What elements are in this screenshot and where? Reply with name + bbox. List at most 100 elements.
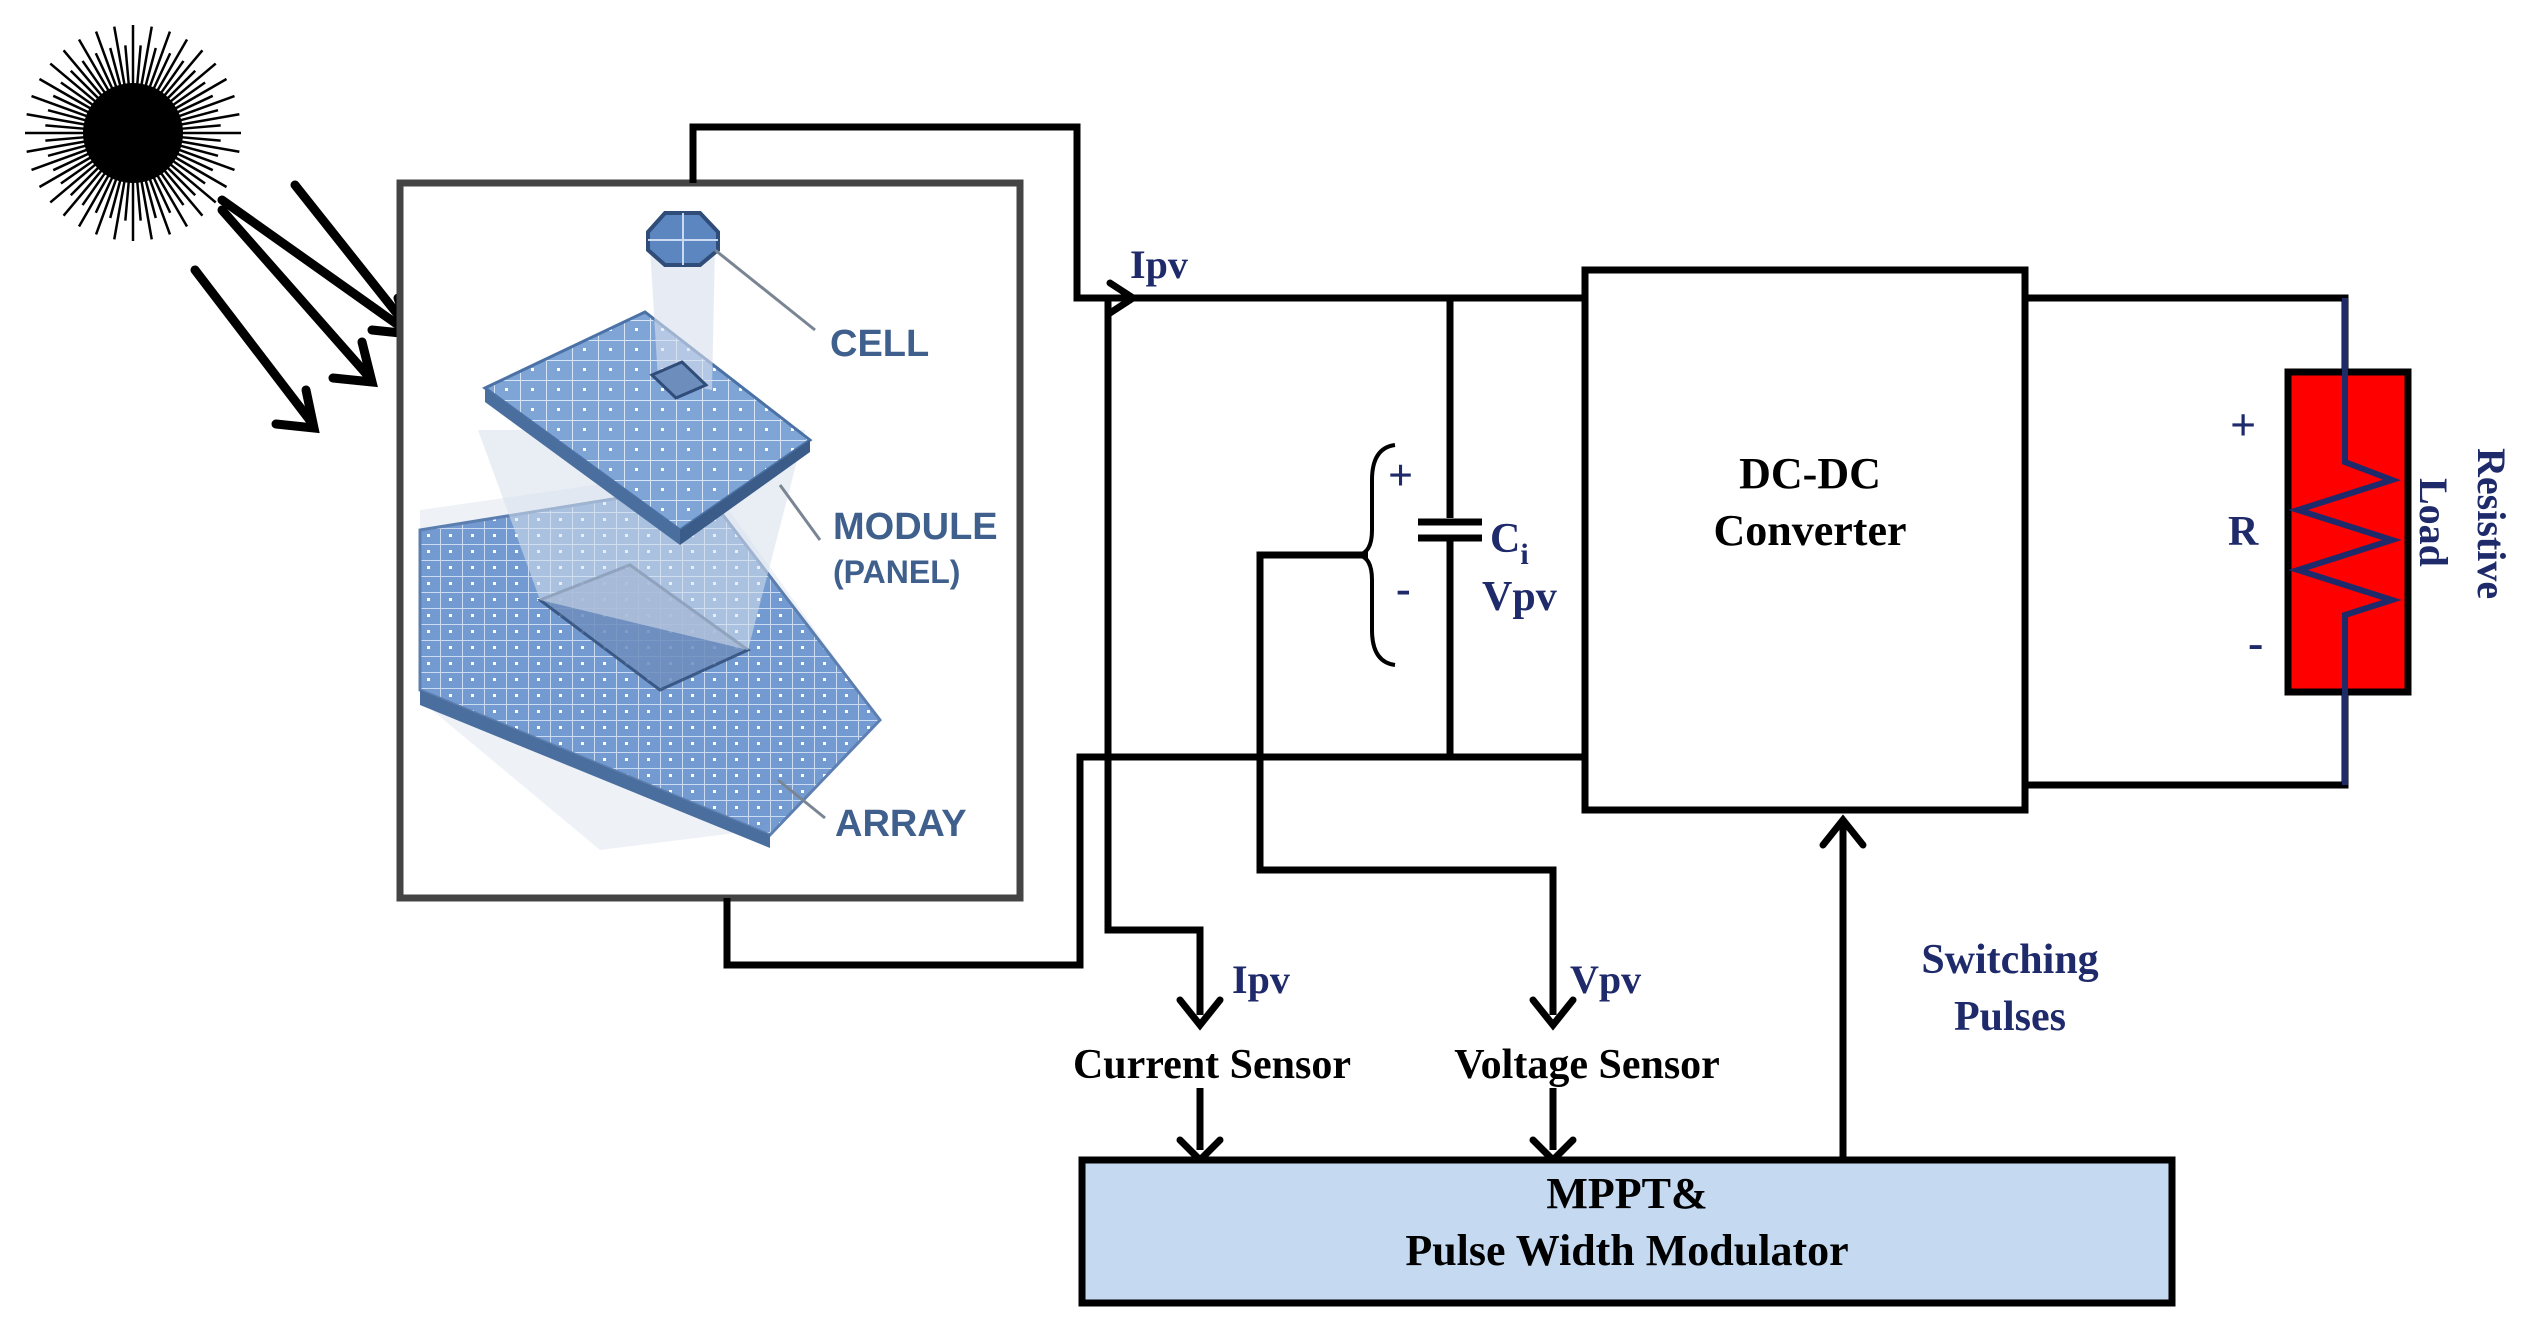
sun-ray	[109, 47, 122, 87]
sun-ray	[173, 155, 228, 189]
sun-ray	[180, 140, 240, 153]
sun-ray	[62, 49, 104, 98]
sun-ray	[52, 152, 91, 172]
sun-ray	[135, 180, 142, 221]
cap-voltage-label: Vpv	[1482, 574, 1557, 620]
sun-ray	[179, 144, 219, 157]
sun-ray	[180, 135, 221, 142]
sun-ray	[94, 177, 118, 235]
sun-ray	[162, 49, 204, 98]
sun-ray	[180, 113, 240, 126]
sun-ray	[109, 179, 122, 219]
cap-plus: +	[1388, 451, 1413, 500]
sun-ray	[31, 94, 89, 118]
array-label: ARRAY	[835, 803, 967, 845]
cell-label: CELL	[830, 323, 929, 365]
load-title-line2: Load	[2411, 478, 2456, 567]
sun-ray	[175, 94, 214, 114]
pv-array-illustration	[418, 211, 882, 850]
sun-ray	[62, 168, 104, 217]
sun-ray	[94, 31, 118, 89]
load-r: R	[2228, 509, 2259, 555]
cap-name: Ci	[1490, 516, 1529, 571]
sun-ray	[69, 69, 100, 100]
converter-line1: DC-DC	[1739, 449, 1881, 498]
cap-minus: -	[1396, 564, 1411, 613]
sun-ray	[155, 38, 189, 93]
sunlight-arrows	[190, 180, 423, 434]
sun-ray	[179, 109, 219, 122]
controller-line2: Pulse Width Modulator	[1405, 1226, 1848, 1275]
sun-ray	[113, 26, 126, 86]
sun-ray	[77, 173, 111, 228]
input-capacitor	[1357, 443, 1482, 667]
sun-ray	[38, 155, 93, 189]
sun-ray	[162, 168, 204, 217]
sun-ray	[168, 62, 217, 104]
load-minus: -	[2248, 617, 2263, 668]
sun-ray	[171, 159, 206, 185]
sun-ray	[173, 77, 228, 111]
sun-ray	[159, 171, 185, 206]
vpv-sensor-label: Vpv	[1570, 957, 1641, 1002]
sun-ray	[77, 38, 111, 93]
sun-ray	[49, 162, 98, 204]
sun-icon	[25, 25, 241, 241]
sun-ray	[166, 166, 197, 197]
cap-subscript: i	[1520, 538, 1528, 571]
sun-ray	[31, 148, 89, 172]
ipv-top-label: Ipv	[1130, 242, 1188, 287]
sun-ray	[26, 113, 86, 126]
current-sensor-label: Current Sensor	[1073, 1042, 1351, 1088]
voltage-sensor-label: Voltage Sensor	[1454, 1042, 1720, 1088]
sun-ray	[140, 180, 153, 240]
sun-ray	[159, 60, 185, 95]
load-title-line1: Resistive	[2469, 448, 2514, 599]
sun-ray	[175, 152, 214, 172]
ipv-sensor-label: Ipv	[1232, 957, 1290, 1002]
sun-ray	[180, 124, 221, 131]
resistive-load	[2284, 298, 2412, 785]
sun-ray	[69, 166, 100, 197]
sun-ray	[124, 180, 131, 221]
sun-ray	[113, 180, 126, 240]
sun-ray	[140, 26, 153, 86]
panel-label: (PANEL)	[833, 554, 960, 590]
sun-ray	[81, 60, 107, 95]
sun-ray	[26, 140, 86, 153]
load-plus: +	[2230, 399, 2256, 450]
pv-array-box: CELL MODULE (PANEL) ARRAY	[396, 179, 1024, 902]
module-label: MODULE	[833, 506, 998, 548]
sun-ray	[45, 124, 86, 131]
sun-ray	[45, 135, 86, 142]
sun-ray	[152, 175, 172, 214]
voltage-brace	[1357, 443, 1396, 667]
sun-ray	[47, 144, 87, 157]
sun-ray	[152, 52, 172, 91]
sun-ray	[60, 81, 95, 107]
sun-ray	[49, 62, 98, 104]
sun-ray	[94, 175, 114, 214]
sun-ray	[144, 179, 157, 219]
sun-ray	[171, 81, 206, 107]
controller-line1: MPPT&	[1546, 1169, 1707, 1218]
mppt-pwm-controller: MPPT& Pulse Width Modulator	[1078, 1156, 2176, 1307]
sun-ray	[148, 31, 172, 89]
sun-ray	[148, 177, 172, 235]
sun-ray	[52, 94, 91, 114]
sun-ray	[124, 45, 131, 86]
sun-ray	[177, 148, 235, 172]
sun-ray	[60, 159, 95, 185]
switching-line1: Switching	[1921, 937, 2098, 983]
sun-ray	[38, 77, 93, 111]
sun-ray	[81, 171, 107, 206]
sun-ray	[168, 162, 217, 204]
dc-dc-converter: DC-DC Converter	[1581, 266, 2029, 814]
sun-ray	[135, 45, 142, 86]
converter-line2: Converter	[1713, 506, 1906, 555]
sun-ray	[94, 52, 114, 91]
sun-ray	[47, 109, 87, 122]
sun-ray	[166, 69, 197, 100]
sun-ray	[144, 47, 157, 87]
